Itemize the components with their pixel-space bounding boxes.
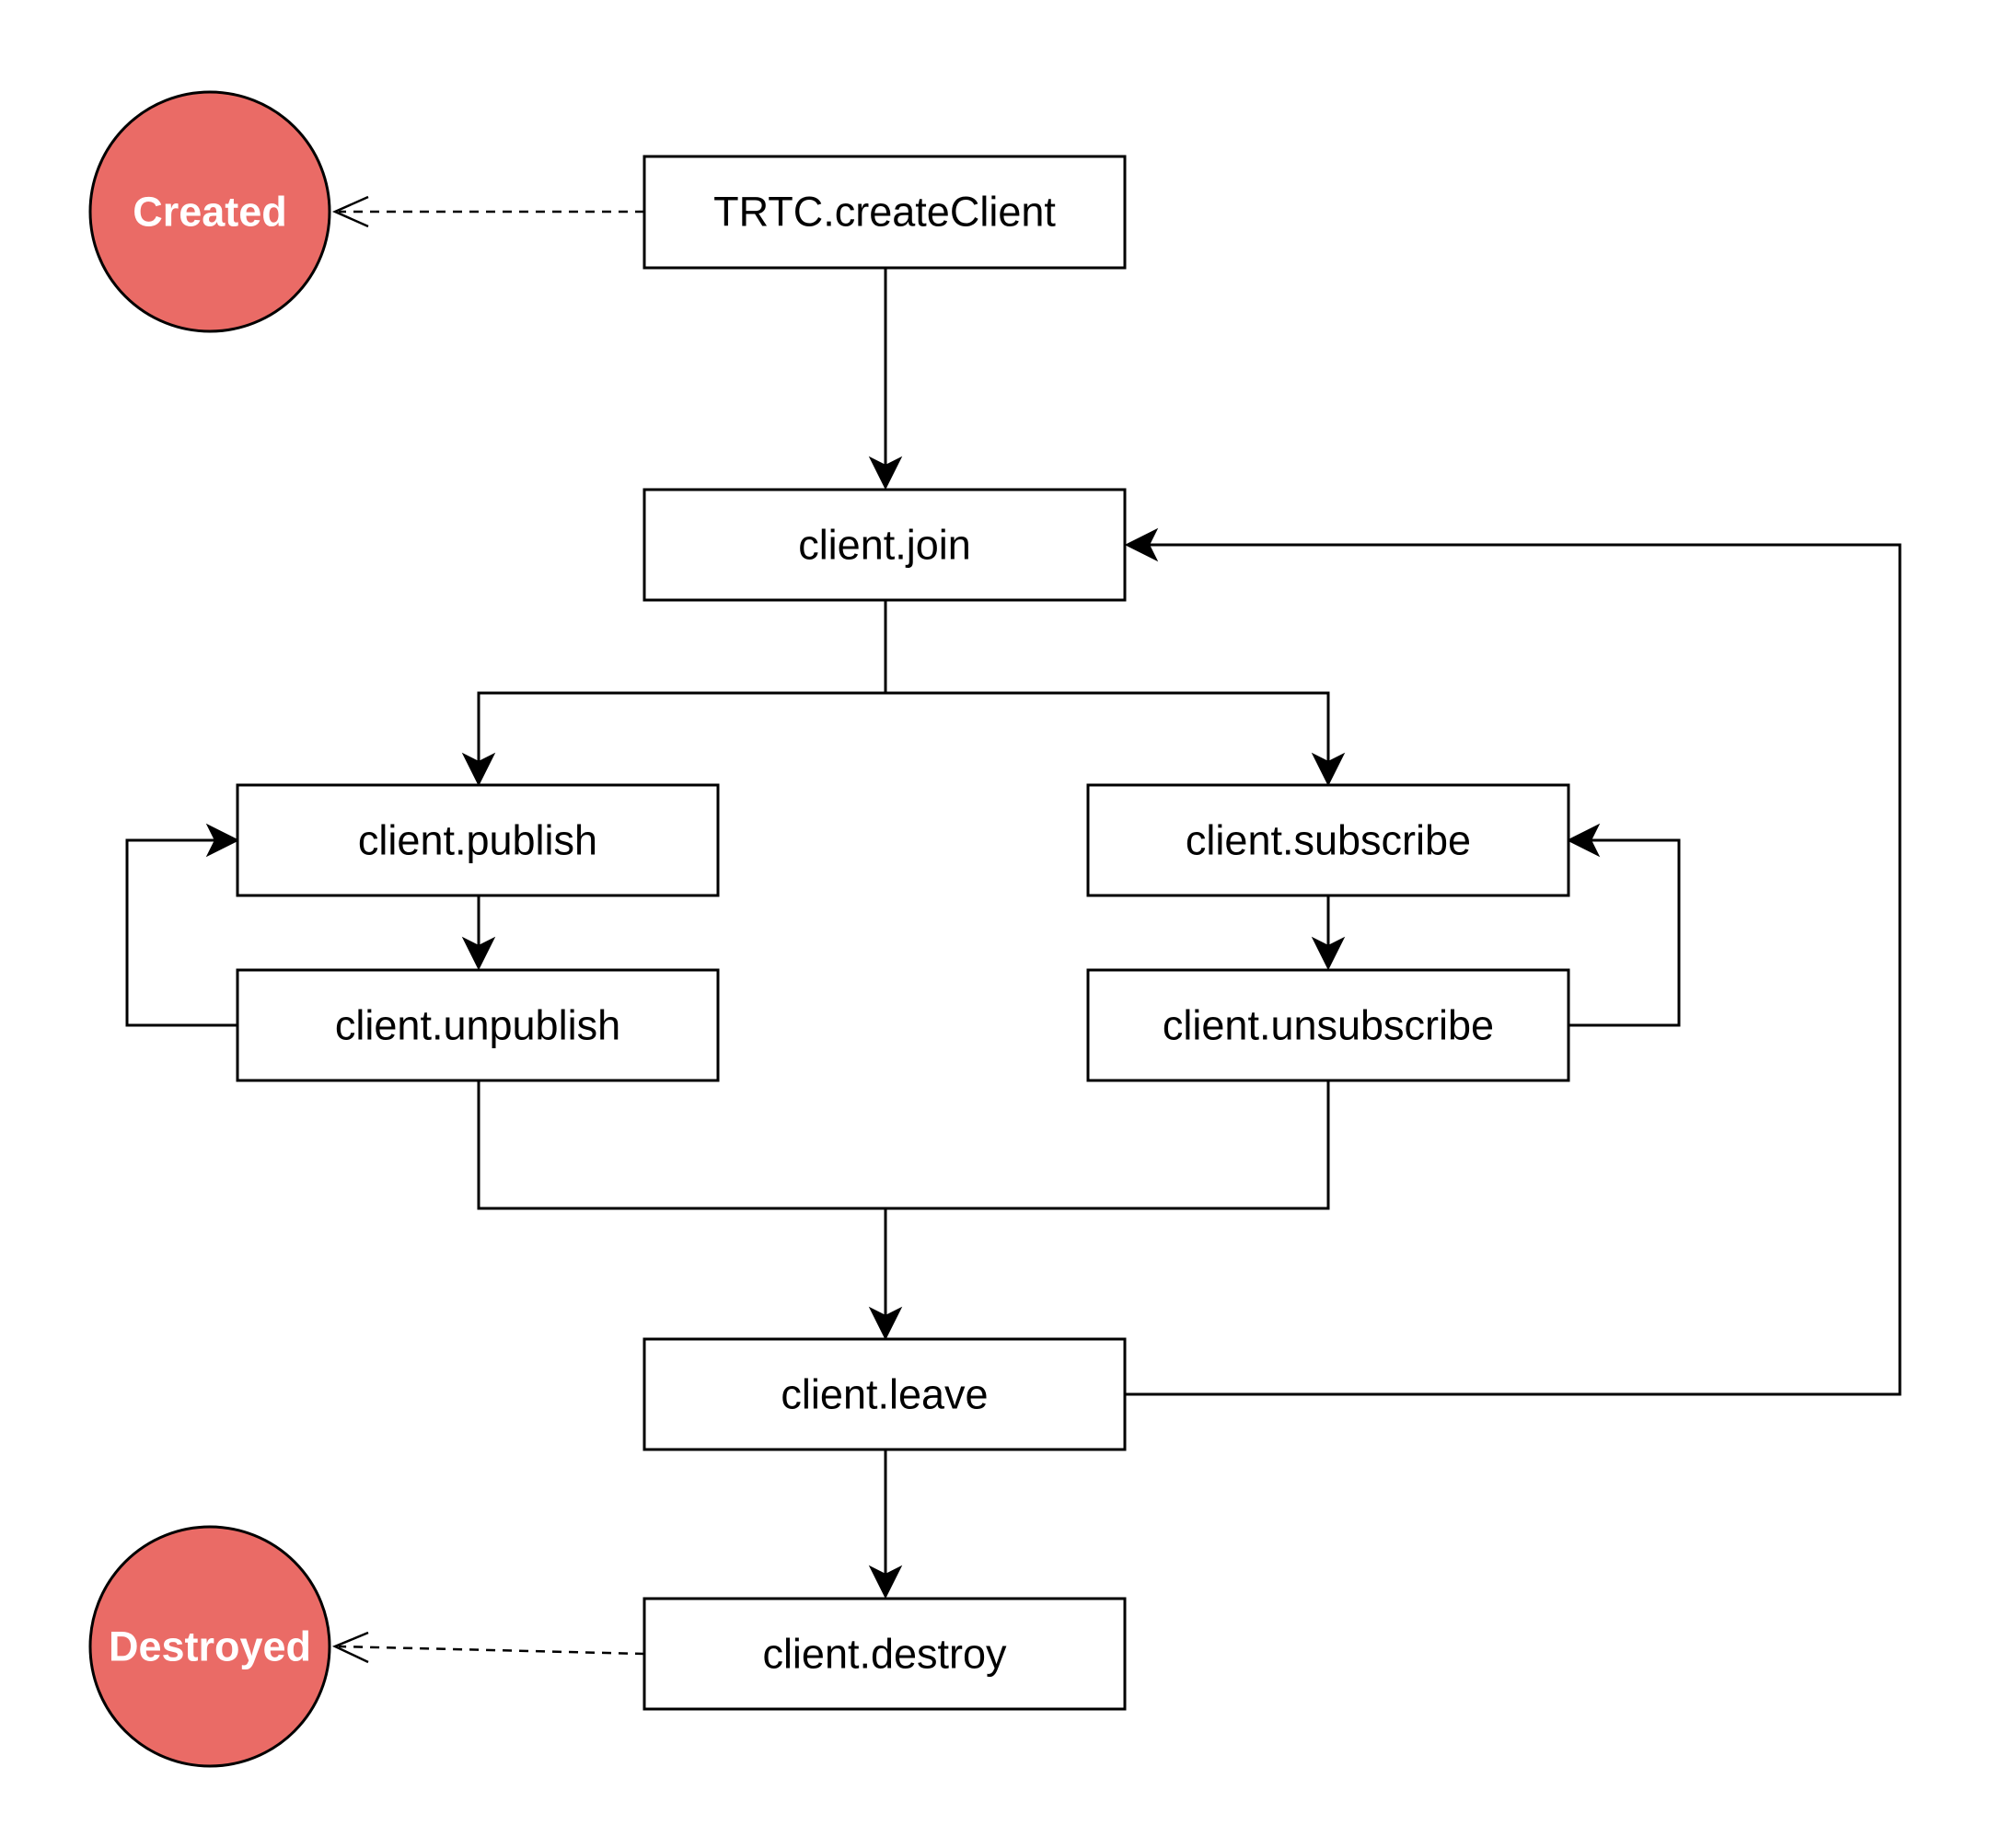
edge-join-branch [461, 601, 1346, 787]
node-publish-label: client.publish [358, 817, 597, 864]
edge-destroy-to-destroyed [331, 1631, 645, 1664]
node-destroy: client.destroy [642, 1597, 1127, 1711]
node-leave-label: client.leave [781, 1371, 988, 1418]
node-create-client: TRTC.createClient [642, 155, 1127, 270]
node-leave: client.leave [642, 1337, 1127, 1451]
node-publish: client.publish [236, 783, 720, 897]
edge-createclient-to-join [868, 269, 903, 491]
node-join-label: client.join [798, 522, 971, 569]
created-state-circle [88, 90, 331, 333]
edge-subscribe-to-unsubscribe [1311, 895, 1346, 971]
state-created: Created [88, 90, 331, 333]
destroyed-state-label: Destroyed [109, 1623, 311, 1670]
node-subscribe-label: client.subscribe [1186, 817, 1471, 864]
edge-merge-to-leave [477, 1081, 1330, 1341]
edge-leave-to-join-loop [1124, 527, 1902, 1396]
edge-unpublish-to-publish-loop [125, 823, 240, 1027]
created-state-label: Created [133, 189, 287, 236]
state-destroyed: Destroyed [88, 1525, 331, 1768]
edge-leave-to-destroy [868, 1450, 903, 1600]
destroyed-state-circle [88, 1525, 331, 1768]
edge-unsubscribe-to-subscribe-loop [1566, 823, 1681, 1027]
node-join: client.join [642, 488, 1127, 602]
node-unpublish-label: client.unpublish [335, 1002, 620, 1049]
node-create-client-label: TRTC.createClient [713, 189, 1056, 236]
node-destroy-label: client.destroy [762, 1631, 1007, 1678]
node-unsubscribe: client.unsubscribe [1086, 968, 1570, 1082]
node-unsubscribe-label: client.unsubscribe [1163, 1002, 1494, 1049]
node-subscribe: client.subscribe [1086, 783, 1570, 897]
edge-publish-to-unpublish [461, 895, 496, 971]
edge-createclient-to-created [331, 195, 644, 228]
node-unpublish: client.unpublish [236, 968, 720, 1082]
